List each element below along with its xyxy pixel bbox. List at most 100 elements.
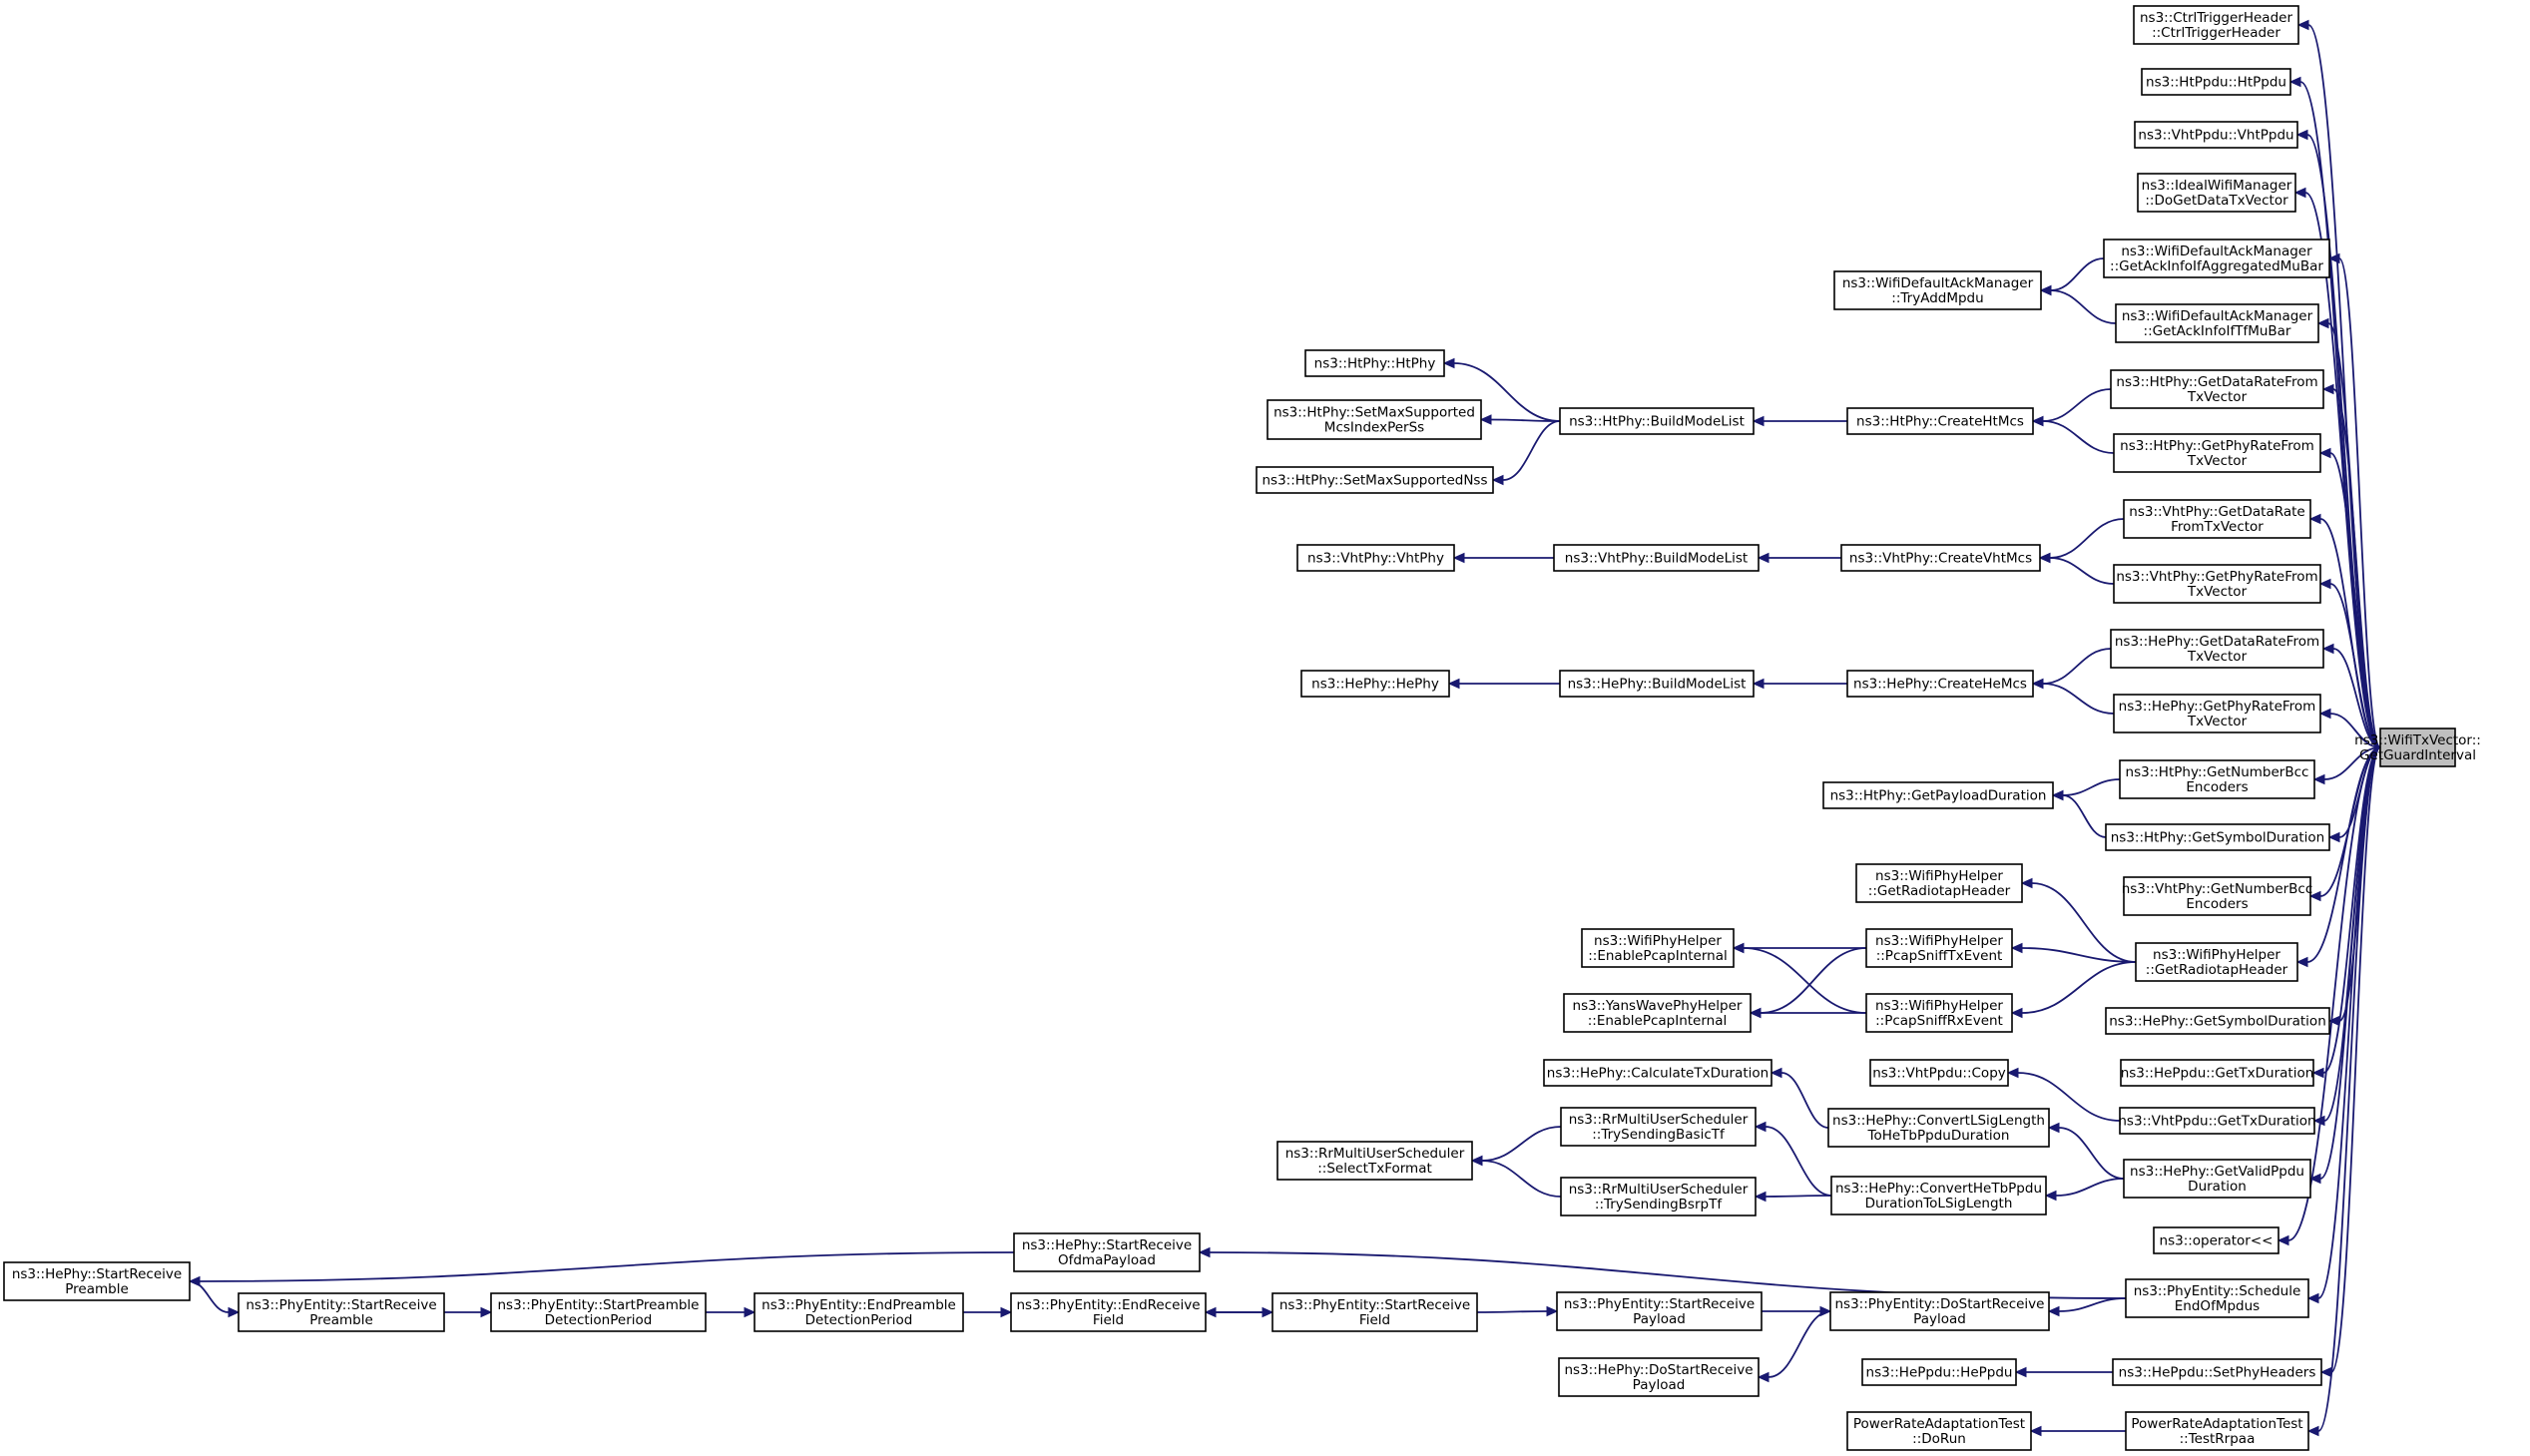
graph-node[interactable]: ns3::HePhy::HePhy — [1300, 670, 1450, 698]
arrowhead-icon — [1000, 1306, 1013, 1318]
graph-node[interactable]: ns3::HtPhy::BuildModeList — [1559, 407, 1755, 435]
graph-node[interactable]: ns3::WifiDefaultAckManager::GetAckInfoIf… — [2115, 303, 2319, 343]
call-edge — [2295, 746, 2381, 968]
graph-node[interactable]: ns3::HtPhy::GetPayloadDuration — [1822, 781, 2054, 809]
edge-line — [2323, 746, 2381, 780]
arrowhead-icon — [2321, 383, 2334, 395]
graph-node[interactable]: PowerRateAdaptationTest::TestRrpaa — [2125, 1411, 2309, 1451]
graph-node[interactable]: ns3::HePhy::GetSymbolDuration — [2105, 1007, 2330, 1035]
node-label-line: ::EnablePcapInternal — [1588, 948, 1728, 964]
graph-node[interactable]: ns3::HtPhy::GetSymbolDuration — [2105, 823, 2330, 851]
graph-node[interactable]: ns3::WifiPhyHelper::GetRadiotapHeader — [1855, 863, 2023, 903]
edge-line — [2042, 648, 2112, 685]
arrowhead-icon — [2288, 76, 2301, 88]
graph-node[interactable]: ns3::VhtPhy::BuildModeList — [1553, 544, 1760, 572]
graph-node[interactable]: ns3::WifiDefaultAckManager::GetAckInfoIf… — [2103, 239, 2330, 278]
edge-line — [1476, 1310, 1548, 1313]
arrowhead-icon — [2010, 1007, 2023, 1019]
graph-node[interactable]: ns3::RrMultiUserScheduler::SelectTxForma… — [1276, 1141, 1473, 1181]
graph-node[interactable]: ns3::HePhy::ConvertLSigLengthToHeTbPpduD… — [1827, 1108, 2050, 1148]
graph-node[interactable]: ns3::WifiPhyHelper::PcapSniffRxEvent — [1865, 993, 2013, 1033]
edge-line — [199, 1251, 1015, 1282]
graph-node[interactable]: ns3::RrMultiUserScheduler::TrySendingBsr… — [1560, 1177, 1757, 1216]
node-box — [490, 1292, 707, 1332]
graph-node[interactable]: ns3::PhyEntity::StartPreambleDetectionPe… — [490, 1292, 707, 1332]
graph-node[interactable]: ns3::HtPhy::SetMaxSupportedNss — [1256, 466, 1494, 494]
graph-node[interactable]: ns3::WifiPhyHelper::PcapSniffTxEvent — [1865, 928, 2013, 968]
graph-node[interactable]: PowerRateAdaptationTest::DoRun — [1846, 1411, 2032, 1451]
graph-node[interactable]: ns3::VhtPpdu::VhtPpdu — [2134, 121, 2298, 149]
arrowhead-icon — [2031, 678, 2044, 690]
node-box — [1553, 544, 1760, 572]
graph-node[interactable]: ns3::HtPpdu::HtPpdu — [2141, 68, 2291, 96]
graph-node[interactable]: ns3::YansWavePhyHelper::EnablePcapIntern… — [1563, 993, 1752, 1033]
arrowhead-icon — [1754, 1121, 1767, 1133]
graph-root-node[interactable]: ns3::WifiTxVector::GetGuardInterval — [2354, 728, 2481, 767]
arrowhead-icon — [1204, 1306, 1217, 1318]
graph-node[interactable]: ns3::HePpdu::SetPhyHeaders — [2112, 1358, 2322, 1386]
graph-node[interactable]: ns3::WifiPhyHelper::GetRadiotapHeader — [2135, 942, 2298, 982]
node-label-line: ns3::VhtPpdu::GetTxDuration — [2118, 1114, 2315, 1130]
graph-node[interactable]: ns3::VhtPpdu::GetTxDuration — [2118, 1107, 2316, 1135]
graph-node[interactable]: ns3::PhyEntity::EndPreambleDetectionPeri… — [754, 1292, 964, 1332]
arrowhead-icon — [2321, 643, 2334, 655]
arrowhead-icon — [2306, 1292, 2319, 1304]
arrowhead-icon — [1479, 414, 1492, 425]
graph-node[interactable]: ns3::VhtPpdu::Copy — [1869, 1059, 2009, 1087]
graph-node[interactable]: ns3::HtPhy::CreateHtMcs — [1846, 407, 2034, 435]
call-edge — [2293, 187, 2381, 748]
graph-node[interactable]: ns3::VhtPhy::CreateVhtMcs — [1840, 544, 2041, 572]
graph-node[interactable]: ns3::WifiPhyHelper::EnablePcapInternal — [1581, 928, 1735, 968]
graph-node[interactable]: ns3::HePhy::CreateHeMcs — [1846, 670, 2034, 698]
node-label-line: Preamble — [65, 1281, 129, 1297]
call-edge — [2031, 648, 2112, 690]
node-box — [1266, 399, 1482, 440]
graph-node[interactable]: ns3::HePhy::BuildModeList — [1559, 670, 1755, 698]
call-edge — [2321, 383, 2381, 748]
node-label-line: ns3::VhtPhy::GetDataRate — [2129, 504, 2304, 520]
graph-node[interactable]: ns3::HtPhy::HtPhy — [1304, 349, 1445, 377]
graph-node[interactable]: ns3::CtrlTriggerHeader::CtrlTriggerHeade… — [2133, 5, 2299, 45]
node-box — [2153, 1226, 2279, 1254]
call-edge — [2031, 415, 2115, 454]
arrowhead-icon — [1442, 357, 1455, 369]
graph-node[interactable]: ns3::VhtPhy::VhtPhy — [1296, 544, 1455, 572]
arrowhead-icon — [1749, 1007, 1762, 1019]
graph-node[interactable]: ns3::IdealWifiManager::DoGetDataTxVector — [2137, 173, 2296, 213]
graph-node[interactable]: ns3::HePhy::CalculateTxDuration — [1543, 1059, 1772, 1087]
graph-node[interactable]: ns3::HePpdu::HePpdu — [1861, 1358, 2017, 1386]
node-box — [1543, 1059, 1772, 1087]
graph-node[interactable]: ns3::WifiDefaultAckManager::TryAddMpdu — [1833, 270, 2042, 310]
graph-node[interactable]: ns3::HePhy::ConvertHeTbPpduDurationToLSi… — [1830, 1176, 2047, 1215]
graph-node[interactable]: ns3::HePpdu::GetTxDuration — [2120, 1059, 2314, 1087]
call-edge — [1749, 1007, 1867, 1019]
arrowhead-icon — [2295, 129, 2308, 141]
node-box — [2125, 1411, 2309, 1451]
graph-node[interactable]: ns3::operator<< — [2153, 1226, 2279, 1254]
node-box — [2113, 433, 2321, 473]
arrowhead-icon — [2039, 284, 2052, 296]
edge-line — [2304, 192, 2381, 748]
node-label-line: ns3::HtPhy::SetMaxSupportedNss — [1262, 473, 1487, 489]
graph-node[interactable]: ns3::RrMultiUserScheduler::TrySendingBas… — [1560, 1107, 1757, 1147]
node-label-line: DetectionPeriod — [545, 1312, 653, 1328]
